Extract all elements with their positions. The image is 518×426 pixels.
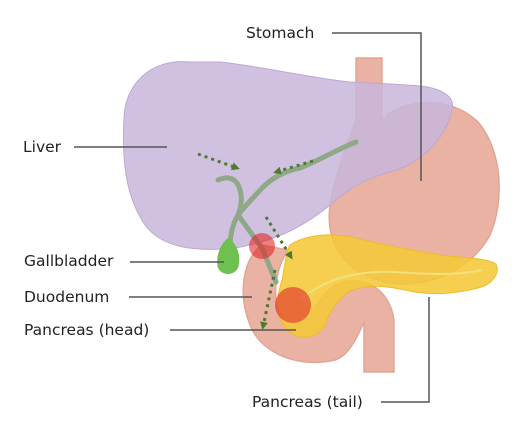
pancreas-tail-label: Pancreas (tail) xyxy=(252,393,363,411)
bile-duct-red-marker xyxy=(249,233,275,259)
gallbladder-label: Gallbladder xyxy=(24,252,114,270)
pancreas-tail-leader xyxy=(381,297,430,403)
pancreas-shape xyxy=(277,234,498,338)
flow-arrow-to-duodenum xyxy=(260,269,277,330)
pancreas-head-red-marker xyxy=(275,287,311,323)
pancreatic-duct xyxy=(299,269,483,301)
liver-label: Liver xyxy=(23,138,62,156)
stomach-leader xyxy=(332,32,422,181)
gallbladder-shape xyxy=(217,238,240,274)
flow-arrow-common-duct xyxy=(264,216,293,260)
duodenum-label: Duodenum xyxy=(24,288,109,306)
bile-ducts xyxy=(215,139,359,285)
pancreas-head-label: Pancreas (head) xyxy=(24,321,149,339)
stomach-label: Stomach xyxy=(246,24,314,42)
liver-shape xyxy=(122,61,454,250)
